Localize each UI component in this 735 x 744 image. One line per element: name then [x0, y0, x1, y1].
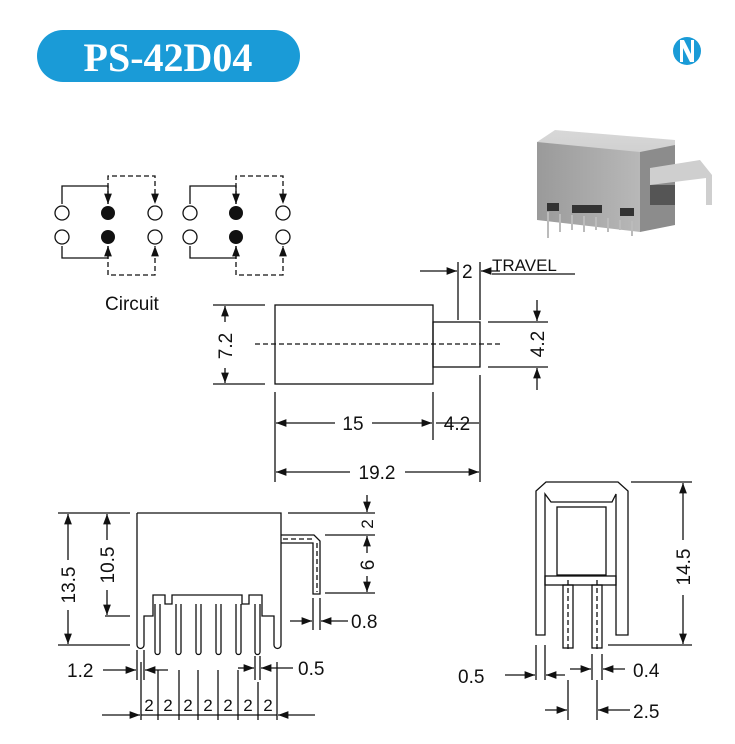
travel-label: TRAVEL [492, 256, 557, 275]
svg-text:4.2: 4.2 [444, 414, 470, 435]
svg-text:2.5: 2.5 [633, 702, 659, 723]
svg-text:13.5: 13.5 [59, 567, 80, 604]
svg-text:0.8: 0.8 [351, 612, 377, 633]
model-title-badge: PS-42D04 [37, 30, 300, 82]
circuit-label: Circuit [105, 294, 160, 315]
svg-text:15: 15 [342, 414, 363, 435]
svg-text:7.2: 7.2 [216, 333, 237, 359]
svg-text:4.2: 4.2 [528, 331, 549, 357]
circuit-diagram: Circuit [54, 175, 290, 315]
svg-text:2: 2 [263, 696, 272, 715]
svg-text:2: 2 [243, 696, 252, 715]
svg-text:19.2: 19.2 [359, 463, 396, 484]
svg-text:2: 2 [223, 696, 232, 715]
svg-text:14.5: 14.5 [674, 549, 695, 586]
svg-text:2: 2 [203, 696, 212, 715]
svg-text:0.5: 0.5 [458, 667, 484, 688]
svg-text:10.5: 10.5 [98, 547, 119, 584]
product-photo [537, 130, 712, 238]
svg-text:0.4: 0.4 [633, 661, 660, 682]
svg-text:2: 2 [358, 519, 377, 528]
model-title: PS-42D04 [84, 35, 253, 80]
svg-text:2: 2 [462, 262, 473, 283]
top-view: 7.2 4.2 2 TRAVEL 15 4.2 19.2 [213, 256, 575, 484]
svg-text:2: 2 [163, 696, 172, 715]
brand-logo [673, 37, 701, 65]
svg-text:0.5: 0.5 [298, 659, 324, 680]
svg-text:1.2: 1.2 [67, 661, 93, 682]
svg-text:6: 6 [358, 560, 379, 571]
side-view: 13.5 10.5 2 6 0.8 1.2 0.5 2 2 2 2 2 2 [58, 495, 379, 720]
end-view: 14.5 0.5 0.4 2.5 [458, 481, 695, 723]
svg-text:2: 2 [144, 696, 153, 715]
svg-text:2: 2 [183, 696, 192, 715]
